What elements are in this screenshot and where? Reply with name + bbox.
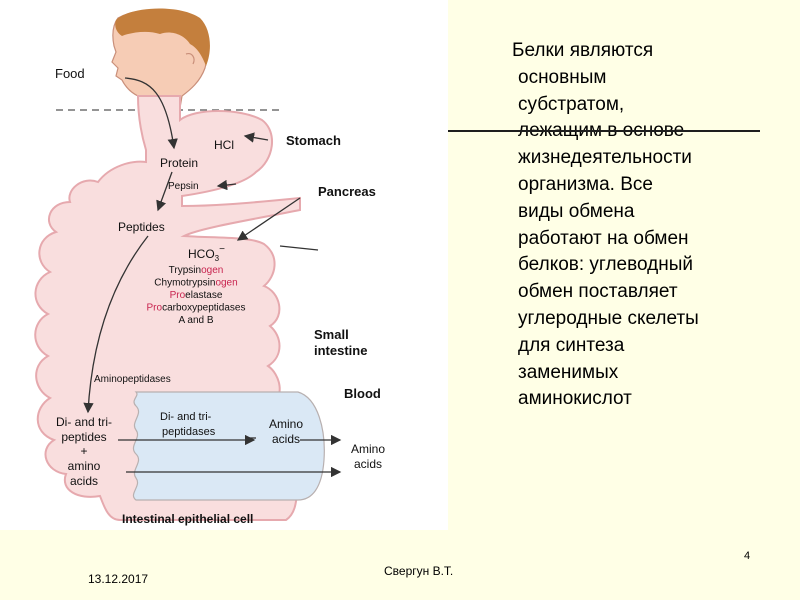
label-amino-acids-in-2: acids [272,432,300,446]
text-line: обмен поставляет [518,281,678,303]
footer-author: Свергун В.Т. [384,564,454,578]
label-blood: Blood [344,386,381,401]
label-peptides: Peptides [118,220,165,234]
text-line: организма. Все [518,173,653,195]
text-line: жизнедеятельности [518,147,692,169]
diagram-canvas: Food HCl Stomach Protein Pepsin Pancreas… [34,8,385,526]
label-amino-acids-out-2: acids [354,457,382,471]
text-line: виды обмена [518,200,635,222]
head-illustration [111,8,210,109]
text-line: работают на обмен [518,227,689,249]
text-line: Белки являются [512,40,654,61]
footer-date: 13.12.2017 [88,572,149,586]
label-stomach: Stomach [286,133,341,148]
text-line: для синтеза [518,334,625,356]
label-protein: Protein [160,156,198,170]
label-hco3: HCO3− [188,244,225,263]
label-pancreas: Pancreas [318,184,376,199]
text-line: белков: углеводный [518,254,693,276]
label-amino-1: amino [68,459,101,473]
text-line: заменимых [518,361,619,383]
text-line: субстратом, [518,93,625,115]
text-line: аминокислот [518,388,632,410]
label-di-tri-peptides-2: peptides [61,430,106,444]
strike-line [448,130,760,132]
label-amino-acids-out-1: Amino [351,442,385,456]
hair-shape [115,8,210,66]
enzyme-item: Trypsinogen [169,265,224,276]
text-line: углеродные скелеты [518,307,699,329]
label-aminopeptidases: Aminopeptidases [94,374,171,385]
label-hcl: HCl [214,138,234,152]
label-amino-2: acids [70,474,98,488]
label-amino-acids-in-1: Amino [269,417,303,431]
label-small-intestine-1: Small [314,327,349,342]
label-pepsin: Pepsin [168,181,199,192]
label-plus: + [80,444,87,458]
enzyme-item: Chymotrypsinogen [154,278,237,289]
label-di-tri-peptides-1: Di- and tri- [56,415,112,429]
page-number: 4 [744,550,751,562]
enzyme-list: TrypsinogenChymotrypsinogenProelastasePr… [147,265,246,326]
text-line: основным [518,66,607,88]
label-food: Food [55,66,85,81]
enzyme-item: A and B [178,315,213,326]
protein-digestion-diagram: Food HCl Stomach Protein Pepsin Pancreas… [0,0,448,530]
label-intestinal-epithelial-cell: Intestinal epithelial cell [122,512,253,526]
label-dipeptidases-1: Di- and tri- [160,411,212,423]
enzyme-item: Procarboxypeptidases [147,303,246,314]
label-dipeptidases-2: peptidases [162,426,216,438]
label-small-intestine-2: intestine [314,343,367,358]
enzyme-item: Proelastase [170,290,223,301]
intestinal-epithelial-cell-shape [132,391,325,501]
pathway-arrows [83,77,342,478]
